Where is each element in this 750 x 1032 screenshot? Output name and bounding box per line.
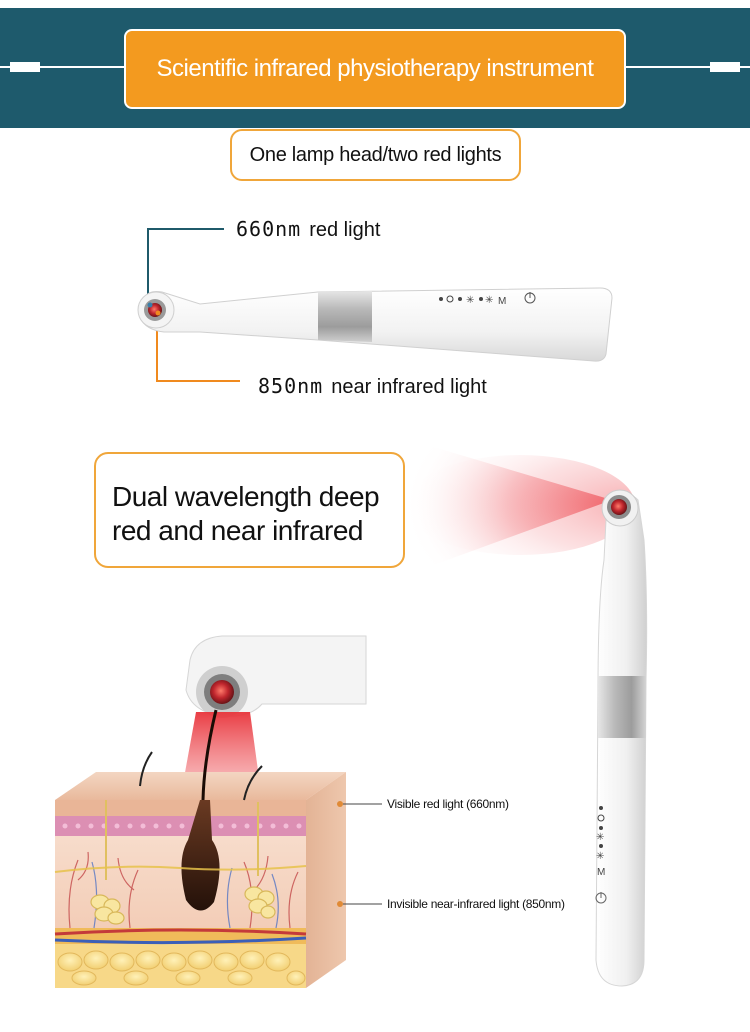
lens-closeup <box>210 680 234 704</box>
dot-icon <box>599 806 603 810</box>
led-850 <box>155 310 161 316</box>
dot-icon <box>599 844 603 848</box>
header-rule-left <box>0 66 124 68</box>
artery <box>54 928 307 936</box>
claim-line-1: Dual wavelength deep <box>112 481 380 512</box>
hair-follicle <box>181 800 220 911</box>
sun-large-icon: ✳ <box>596 851 604 862</box>
label-660: 660nm red light <box>236 217 380 242</box>
hair-small-1 <box>139 751 153 787</box>
skin-diagram <box>54 635 382 988</box>
hair-shaft <box>201 709 218 801</box>
control-panel-vertical: ✳ ✳ <box>595 806 607 904</box>
skin-side <box>306 772 346 988</box>
vein <box>54 936 307 945</box>
leader-line-850 <box>156 310 240 382</box>
lens-vertical <box>611 499 627 515</box>
label-850: 850nm near infrared light <box>258 374 487 399</box>
sweat-gland-left <box>90 800 125 925</box>
metal-collar-vertical <box>598 676 646 738</box>
subtitle-box: One lamp head/two red lights <box>230 129 521 181</box>
dot-icon <box>599 826 603 830</box>
callout-dot-invisible <box>337 901 343 907</box>
header-cap-right <box>710 62 740 72</box>
device-body-vertical <box>595 491 648 987</box>
claim-box: Dual wavelength deep red and near infrar… <box>94 452 405 568</box>
mode-letter: M <box>498 296 506 307</box>
wavelength-850-name: near infrared light <box>331 376 487 398</box>
sun-large-icon: ✳ <box>485 295 493 306</box>
dot-icon <box>458 297 462 301</box>
dot-icon <box>479 297 483 301</box>
target-icon <box>446 295 454 303</box>
sun-small-icon: ✳ <box>466 295 474 306</box>
dot-icon <box>439 297 443 301</box>
sun-small-icon: ✳ <box>596 832 604 843</box>
visible-light-label: Visible red light (660nm) <box>387 797 509 811</box>
skin-surface <box>55 772 346 800</box>
sweat-gland-right <box>244 802 276 919</box>
header-cap-left <box>10 62 40 72</box>
device-body <box>139 287 613 362</box>
wavelength-660-name: red light <box>309 219 381 241</box>
invisible-light-label: Invisible near-infrared light (850nm) <box>387 897 565 911</box>
claim-line-2: red and near infrared <box>112 515 364 546</box>
hair-small-2 <box>243 765 263 801</box>
leader-line-660 <box>147 228 224 304</box>
device-vertical: ✳ ✳ M <box>402 440 648 987</box>
control-panel: ✳ ✳ <box>439 292 536 306</box>
device-horizontal: ✳ ✳ M <box>137 228 613 382</box>
callout-dot-visible <box>337 801 343 807</box>
mode-letter-vertical: M <box>597 867 605 878</box>
target-icon <box>597 814 605 822</box>
epidermis <box>55 800 306 816</box>
led-660 <box>147 302 153 308</box>
metal-collar <box>318 291 372 342</box>
page-title: Scientific infrared physiotherapy instru… <box>124 29 626 109</box>
wavelength-660-value: 660nm <box>236 217 302 241</box>
header-rule-right <box>626 66 750 68</box>
wavelength-850-value: 850nm <box>258 374 324 398</box>
